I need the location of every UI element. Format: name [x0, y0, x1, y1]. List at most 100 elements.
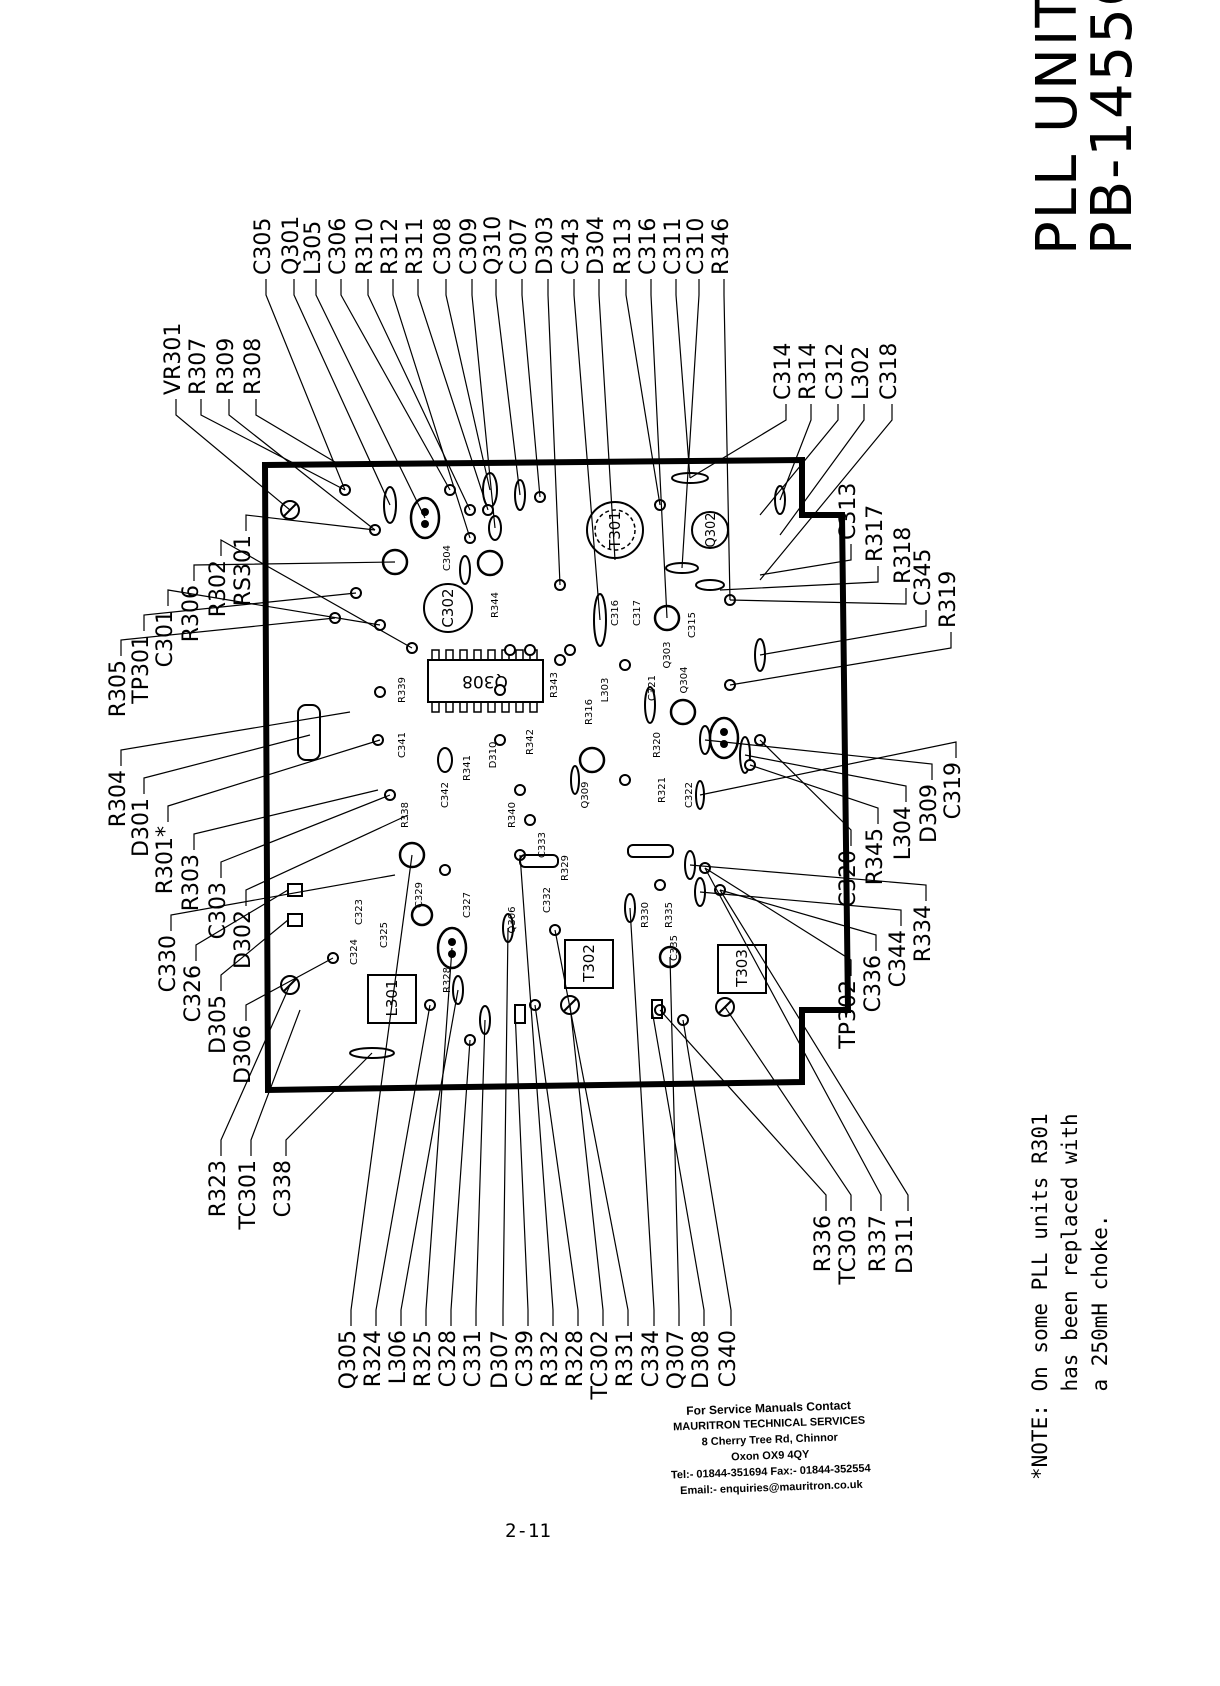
component-pad — [374, 686, 386, 698]
part-label-c305: C305 — [251, 218, 276, 275]
component-body — [739, 736, 751, 774]
part-label-r331: R331 — [613, 1330, 638, 1387]
ic-q308: Q308 — [427, 649, 544, 713]
part-label-r311: R311 — [403, 218, 428, 275]
component-body — [488, 515, 502, 541]
part-label-r323: R323 — [206, 1160, 231, 1217]
trimmer — [280, 500, 300, 520]
leader-line — [293, 279, 391, 506]
part-label-c303: C303 — [206, 882, 231, 939]
leader-line — [200, 399, 346, 491]
board-component-label: C323 — [354, 899, 365, 925]
part-label-r313: R313 — [611, 218, 636, 275]
ic-pin — [487, 649, 496, 661]
part-label-d301: D301 — [129, 798, 154, 857]
transistor-body — [708, 716, 740, 760]
part-label-d304: D304 — [584, 216, 609, 275]
component-pad — [494, 684, 506, 696]
board-component-label: R344 — [490, 592, 501, 618]
part-label-d303: D303 — [533, 216, 558, 275]
ic-pin — [473, 649, 482, 661]
component-body — [695, 780, 705, 810]
leader-line — [547, 279, 561, 586]
board-component-label: R339 — [397, 677, 408, 703]
component-body — [437, 747, 453, 773]
part-label-c343: C343 — [559, 218, 584, 275]
leader-line — [315, 279, 426, 519]
part-label-c319: C319 — [941, 762, 966, 819]
transformer-t302 — [564, 939, 614, 989]
component-pad — [654, 879, 666, 891]
part-label-r324: R324 — [361, 1330, 386, 1387]
board-component-label: Q309 — [580, 782, 591, 809]
component-pad — [524, 814, 536, 826]
ic-pin — [445, 701, 454, 713]
leader-line — [514, 1009, 529, 1326]
part-label-r301: R301* — [153, 826, 178, 894]
board-component-label: R330 — [640, 902, 651, 928]
ic-pin — [445, 649, 454, 661]
component-label: T303 — [733, 949, 751, 988]
component-body — [452, 975, 464, 1005]
leader-line — [779, 404, 812, 501]
contact-block: For Service Manuals Contact MAURITRON TE… — [638, 1395, 901, 1500]
part-label-d305: D305 — [206, 995, 231, 1054]
leader-line — [689, 404, 787, 479]
board-component-label: C325 — [379, 922, 390, 948]
leader-line — [723, 279, 731, 601]
leader-line — [220, 984, 291, 1156]
transformer-t303 — [717, 944, 767, 994]
board-component-label: C322 — [684, 782, 695, 808]
part-label-d311: D311 — [893, 1215, 918, 1274]
component-pad — [504, 644, 516, 656]
leader-line — [265, 279, 346, 491]
leader-line — [681, 279, 700, 569]
part-label-r328: R328 — [563, 1330, 588, 1387]
leader-line — [170, 874, 396, 931]
part-label-c328: C328 — [436, 1330, 461, 1387]
part-label-c313: C313 — [836, 483, 861, 540]
board-component-label: R343 — [549, 672, 560, 698]
leader-line — [519, 854, 554, 1326]
leader-line — [651, 1009, 705, 1326]
part-label-r302: R302 — [206, 560, 231, 617]
board-component-label: C342 — [440, 782, 451, 808]
part-label-d302: D302 — [231, 910, 256, 969]
leader-line — [729, 632, 952, 686]
part-label-r318: R318 — [891, 527, 916, 584]
part-label-c309: C309 — [457, 218, 482, 275]
diode-body — [287, 913, 303, 927]
component-ring — [669, 698, 697, 726]
component-body — [593, 593, 607, 647]
leader-line — [724, 1006, 852, 1211]
part-label-c316: C316 — [636, 218, 661, 275]
part-label-l302: L302 — [849, 346, 874, 400]
transistor-body — [409, 496, 441, 540]
part-label-r336: R336 — [811, 1215, 836, 1272]
trimmer — [715, 997, 735, 1017]
leader-line — [719, 566, 879, 591]
part-label-c320: C320 — [836, 850, 861, 907]
leader-line — [569, 1004, 604, 1326]
component-pad — [554, 654, 566, 666]
part-label-c340: C340 — [716, 1330, 741, 1387]
board-component-label: L303 — [600, 678, 611, 703]
part-label-c338: C338 — [271, 1160, 296, 1217]
trimmer — [560, 995, 580, 1015]
part-label-tc302: TC302 — [588, 1330, 613, 1401]
component-body — [459, 555, 471, 585]
leader-line — [689, 864, 927, 901]
board-component-label: R320 — [652, 732, 663, 758]
trimmer — [280, 975, 300, 995]
component-pad — [494, 734, 506, 746]
part-label-c344: C344 — [886, 930, 911, 987]
leader-line — [367, 279, 471, 511]
leader-line — [629, 907, 655, 1326]
part-label-c306: C306 — [326, 218, 351, 275]
part-label-r309: R309 — [214, 338, 239, 395]
leader-line — [704, 867, 852, 976]
part-label-c334: C334 — [639, 1330, 664, 1387]
leader-line — [193, 789, 379, 850]
component-body — [570, 765, 580, 795]
part-label-c318: C318 — [877, 343, 902, 400]
